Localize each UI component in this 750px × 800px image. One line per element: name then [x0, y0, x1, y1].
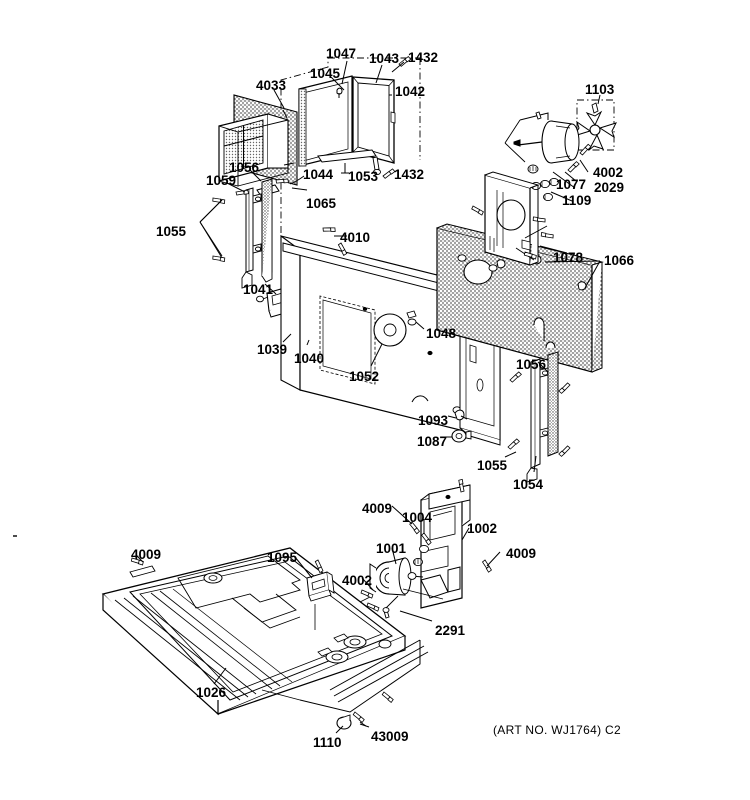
callout-4002-blower: 4002: [342, 573, 373, 588]
callout-2291: 2291: [435, 623, 466, 638]
callout-1078: 1078: [553, 250, 584, 265]
callout-4033: 4033: [256, 78, 287, 93]
callout-1065: 1065: [306, 196, 337, 211]
callout-1056-left: 1056: [229, 160, 260, 175]
callout-1052: 1052: [349, 369, 380, 384]
callout-1039: 1039: [257, 342, 288, 357]
callout-1043: 1043: [369, 51, 400, 66]
callout-4009-right: 4009: [506, 546, 537, 561]
callout-1055-left: 1055: [156, 224, 187, 239]
group-motor-fan-assembly: [470, 99, 617, 269]
callout-1047: 1047: [326, 46, 357, 61]
callout-1055-right: 1055: [477, 458, 508, 473]
callout-1103: 1103: [585, 82, 615, 97]
callout-43009: 43009: [371, 729, 409, 744]
callout-1432-top: 1432: [408, 50, 439, 65]
callout-leader-lines: [136, 60, 601, 734]
callout-1001: 1001: [376, 541, 407, 556]
callout-1045: 1045: [310, 66, 341, 81]
callout-1044: 1044: [303, 167, 334, 182]
callout-1110: 1110: [313, 735, 342, 750]
callout-1095: 1095: [267, 550, 298, 565]
callout-1066: 1066: [604, 253, 635, 268]
callout-1040: 1040: [294, 351, 325, 366]
callout-1109: 1109: [562, 193, 592, 208]
callout-1056-right: 1056: [516, 357, 547, 372]
callout-1059: 1059: [206, 173, 237, 188]
callout-1432-lower: 1432: [394, 167, 425, 182]
callout-4002-motor: 4002: [593, 165, 624, 180]
callout-4010: 4010: [340, 230, 371, 245]
group-blower-assembly: [357, 478, 493, 619]
callout-1026: 1026: [196, 685, 227, 700]
callout-1048: 1048: [426, 326, 457, 341]
callout-4009-upper: 4009: [362, 501, 393, 516]
callout-1054: 1054: [513, 477, 544, 492]
art-number-caption: (ART NO. WJ1764) C2: [493, 723, 621, 737]
group-left-rails: [199, 178, 273, 289]
group-4033-grille: [218, 109, 295, 187]
callout-4009-left: 4009: [131, 547, 162, 562]
callout-2029: 2029: [594, 180, 625, 195]
callout-1041: 1041: [243, 282, 274, 297]
group-base-pan-1026: [101, 547, 429, 730]
callout-1087: 1087: [417, 434, 448, 449]
callout-1077: 1077: [556, 177, 587, 192]
callout-1093: 1093: [418, 413, 449, 428]
callout-1042: 1042: [395, 84, 426, 99]
callout-1053: 1053: [348, 169, 379, 184]
callout-1002: 1002: [467, 521, 498, 536]
callout-1004: 1004: [402, 510, 433, 525]
